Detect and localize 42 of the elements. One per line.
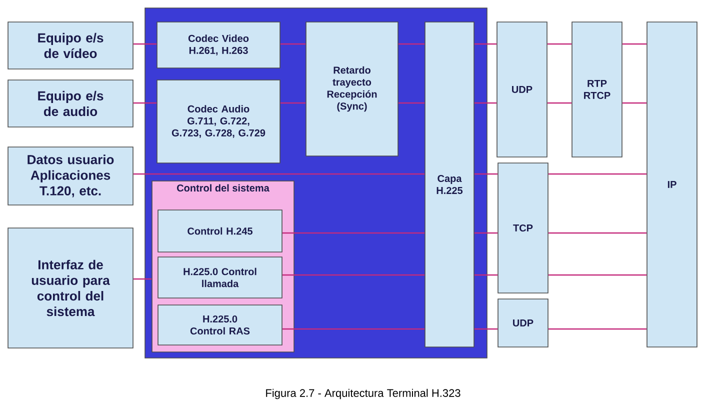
connector-line [133, 102, 157, 104]
connector-line [398, 102, 425, 104]
connector-line [133, 43, 157, 45]
connector-line [548, 173, 647, 175]
connector-line [474, 102, 497, 104]
connector-line [474, 328, 498, 330]
protocol-box: RTP RTCP [572, 22, 622, 158]
control-box: H.225.0 Control llamada [158, 256, 282, 298]
connector-line [547, 102, 572, 104]
interface-box: Interfaz de usuario para control del sistema [8, 228, 134, 348]
connector-line [474, 274, 498, 276]
connector-line [548, 232, 647, 234]
protocol-box: TCP [498, 162, 548, 294]
device-box: Equipo e/s de vídeo [8, 22, 134, 70]
protocol-box: UDP [496, 22, 548, 158]
layer-box: Capa H.225 [424, 22, 474, 348]
control-box: Control H.245 [158, 210, 282, 252]
connector-line [548, 328, 647, 330]
figure-caption: Figura 2.7 - Arquitectura Terminal H.323 [266, 388, 460, 400]
connector-line [548, 274, 647, 276]
delay-box: Retardo trayecto Recepción (Sync) [306, 22, 398, 156]
connector-line [622, 43, 647, 45]
application-box: Datos usuario Aplicaciones T.120, etc. [8, 146, 134, 206]
protocol-box: IP [646, 22, 698, 348]
codec-box: Codec Video H.261, H.263 [156, 22, 280, 68]
connector-line [133, 173, 425, 175]
control-box: H.225.0 Control RAS [158, 304, 282, 346]
connector-line [474, 43, 497, 45]
codec-box: Codec Audio G.711, G.722, G.723, G.728, G.729 [156, 80, 280, 164]
connector-line [398, 43, 425, 45]
connector-line [474, 173, 498, 175]
connector-line [282, 328, 425, 330]
connector-line [280, 102, 306, 104]
connector-line [282, 232, 425, 234]
connector-line [282, 274, 425, 276]
connector-line [133, 278, 152, 280]
connector-line [474, 232, 498, 234]
connector-line [280, 43, 306, 45]
connector-line [547, 43, 572, 45]
device-box: Equipo e/s de audio [8, 80, 134, 128]
protocol-box: UDP [498, 298, 548, 348]
connector-line [622, 102, 647, 104]
